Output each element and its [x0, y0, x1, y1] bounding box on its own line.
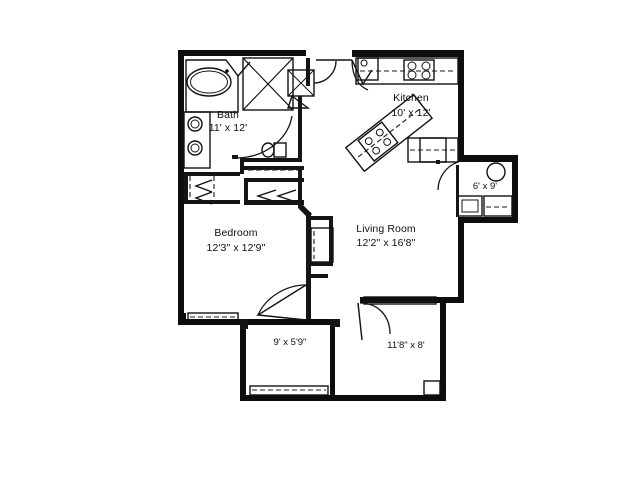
- room-dims-bath: 11' x 12': [209, 122, 248, 134]
- room-dims-bedroom: 12'3" x 12'9": [207, 242, 266, 254]
- room-dims-utility-closet: 6' x 9': [473, 181, 497, 192]
- kitchen-fixtures: [344, 57, 459, 191]
- bath-fixtures: [183, 57, 352, 174]
- room-label-bath: Bath: [217, 109, 239, 121]
- room-dims-balcony-patio: 11'8" x 8': [387, 340, 425, 351]
- utility-closet-fixtures: [456, 162, 513, 217]
- room-dims-living-room: 12'2" x 16'8": [357, 237, 416, 249]
- room-labels: Bath 11' x 12' Kitchen 10' x 12' Bedroom…: [207, 92, 498, 351]
- room-dims-storage-patio: 9' x 5'9": [274, 337, 307, 348]
- patio-details: [187, 296, 441, 396]
- room-label-kitchen: Kitchen: [393, 92, 429, 104]
- room-label-bedroom: Bedroom: [214, 227, 257, 239]
- wall-structure: [178, 50, 518, 401]
- closets: [184, 166, 304, 208]
- living-bedroom-partition: [255, 204, 334, 321]
- room-label-living-room: Living Room: [356, 223, 416, 235]
- room-dims-kitchen: 10' x 12': [391, 107, 430, 119]
